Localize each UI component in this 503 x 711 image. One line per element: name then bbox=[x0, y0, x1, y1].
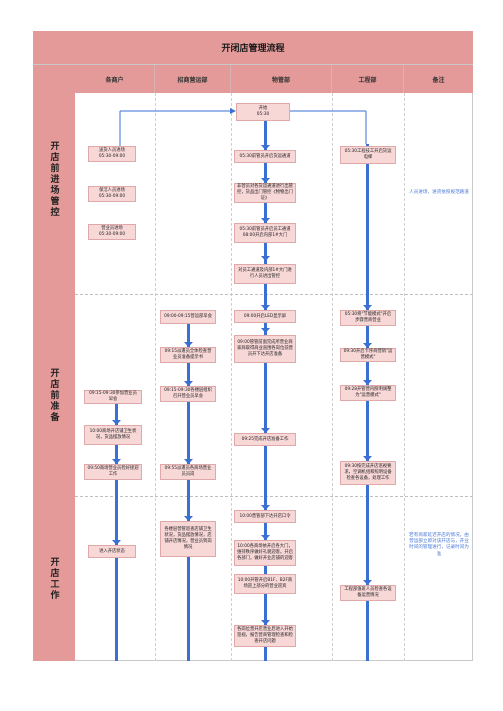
step-tenant-clean-check: 10:00商场开店铺卫生状况，货品摆放情况 bbox=[84, 425, 142, 445]
step-tenant-ready: 09:50商场营业员检好接迎工作 bbox=[84, 464, 142, 480]
step-patrol-report: 各岗位营开店营业后进入开始巡视，报告营商管理检查和检查开店问题 bbox=[234, 625, 296, 647]
lane-divider bbox=[231, 93, 232, 661]
phase-label: 开店前进场管控 bbox=[48, 141, 59, 218]
column-header-notes: 备注 bbox=[404, 65, 473, 93]
step-staff-entry-control: 非营员对各货运通道进行出管控，货品出门管控《物物出门证》 bbox=[234, 183, 296, 203]
step-open-delivery-access: 05:30前管员开启货运通道 bbox=[234, 150, 296, 163]
step-eng-energy-mode: 05:30将"节能模式"开启步骤营商营业 bbox=[340, 310, 396, 326]
step-delivery-staff-entry: 送货人员进场 05:30-09:00 bbox=[88, 146, 136, 162]
step-ops-inspect: 09:15派遣员全体检查营业员准备提示书 bbox=[160, 347, 216, 363]
step-tenant-open: 进入开店状态 bbox=[88, 545, 136, 558]
step-tenant-meeting: 09:15-09:30参加营业员早会 bbox=[84, 390, 142, 404]
step-eng-lighting-mode: 09:28开管营内照明调整为"运营模式" bbox=[340, 385, 396, 401]
step-sales-staff-entry: 营业员进场 05:30-09:00 bbox=[88, 224, 136, 240]
step-open-main-doors: 10:00各商场依开启各大门，维持秩序做好礼貌迎客。开启各部门，做好开业店铺的迎… bbox=[234, 540, 296, 566]
step-eng-operation-mode: 09:30开启卡序商营销"运营模式" bbox=[340, 348, 396, 362]
start-node: 开始 05:30 bbox=[236, 103, 290, 121]
step-ops-staff-post: 09:55派遣员各商场营业员员岗 bbox=[160, 464, 216, 480]
column-header-engineering: 工程部 bbox=[332, 65, 404, 93]
step-eng-open-elevator: 05:30工程技工开启货运电梯 bbox=[340, 146, 396, 164]
step-open-gate: 05:30前管员开启员工通道 08:00开启内部1#大门 bbox=[234, 223, 296, 243]
lane-divider bbox=[155, 93, 156, 661]
step-led-on: 09:00开启LED显示屏 bbox=[234, 310, 296, 323]
step-vehicle-control: 对员工通道及内部1#大门进行人员进出管控 bbox=[234, 264, 296, 284]
phase-label: 开店工作 bbox=[48, 556, 59, 601]
tenant-flow-line bbox=[115, 398, 118, 661]
phase-separator bbox=[75, 496, 473, 497]
step-open-order: 10:00营管部下达开店口令 bbox=[234, 510, 296, 523]
note-entry-route: 人员进场，进货依照规范路道 bbox=[409, 190, 469, 195]
operations-flow-line bbox=[187, 322, 190, 661]
step-cleaning-staff-entry: 保洁人员进场 05:30-09:00 bbox=[88, 186, 136, 202]
lane-divider bbox=[332, 93, 333, 661]
step-ops-morning-meeting: 09:00-09:15营运部早会 bbox=[160, 310, 216, 324]
phase-preparation: 开店前准备 bbox=[33, 294, 75, 496]
column-header-tenant: 各商户 bbox=[75, 65, 155, 93]
column-header-property: 物管部 bbox=[231, 65, 332, 93]
step-eng-inspection: 09:30按完成开店巡视要求，空调机组和照明设备检查各设备，处理工作 bbox=[340, 461, 396, 485]
property-flow-line bbox=[264, 120, 267, 661]
note-late-opening: 若有商家延迟开店的情况，由营运部立即对该开店与，开业时间的管理进行，记录时间为准 bbox=[409, 533, 469, 557]
lane-divider bbox=[404, 93, 405, 661]
column-header-operations: 招商营运部 bbox=[155, 65, 231, 93]
phase-separator bbox=[75, 294, 473, 295]
step-ops-patrol: 各楼层营管巡查店铺卫生状况，货品摆放情况，店铺开店情况，营业员到岗情况 bbox=[160, 521, 216, 557]
engineering-flow-line bbox=[366, 144, 369, 661]
step-ops-team-meeting: 09:15-09:30各楼层组织召开营业员早会 bbox=[160, 386, 216, 402]
step-escalator-greet: 10:00开管开启B1F、B2F商场迎上部分的营业迎宾 bbox=[234, 574, 296, 594]
step-eng-duty-check: 工程部值班人员检查各设备运营情况 bbox=[340, 585, 396, 601]
step-guard-ready: 09:00管管前面完成所营业商家商取得商业直围各岗位前营员开下达开店准备 bbox=[234, 335, 296, 363]
phase-label: 开店前准备 bbox=[48, 367, 59, 423]
phase-before-entry: 开店前进场管控 bbox=[33, 65, 75, 294]
phase-opening: 开店工作 bbox=[33, 496, 75, 661]
step-prep-done: 09:25完成开店准备工作 bbox=[234, 433, 296, 446]
page-title: 开闭店管理流程 bbox=[33, 31, 473, 65]
